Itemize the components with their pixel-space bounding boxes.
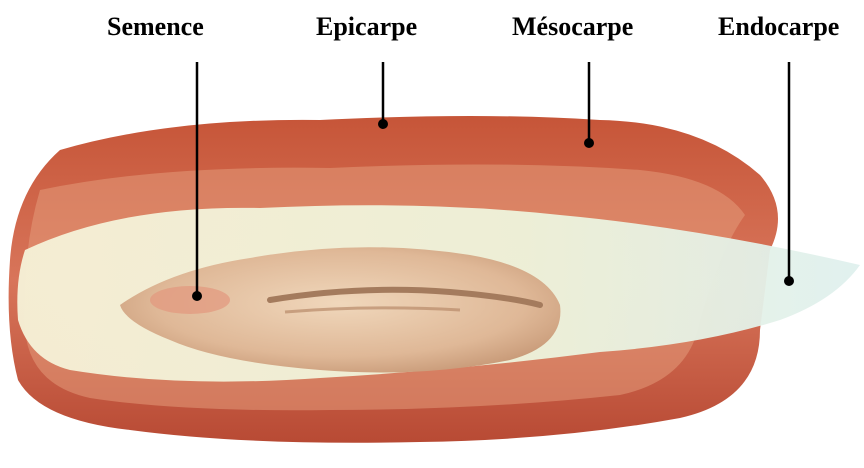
label-endocarpe: Endocarpe xyxy=(718,12,839,42)
label-mesocarpe: Mésocarpe xyxy=(512,12,633,42)
leader-dot-epicarpe xyxy=(378,119,388,129)
leader-dot-mesocarpe xyxy=(584,138,594,148)
label-semence: Semence xyxy=(107,12,204,42)
label-epicarpe: Epicarpe xyxy=(316,12,417,42)
leader-dot-endocarpe xyxy=(784,276,794,286)
leader-dot-semence xyxy=(192,291,202,301)
